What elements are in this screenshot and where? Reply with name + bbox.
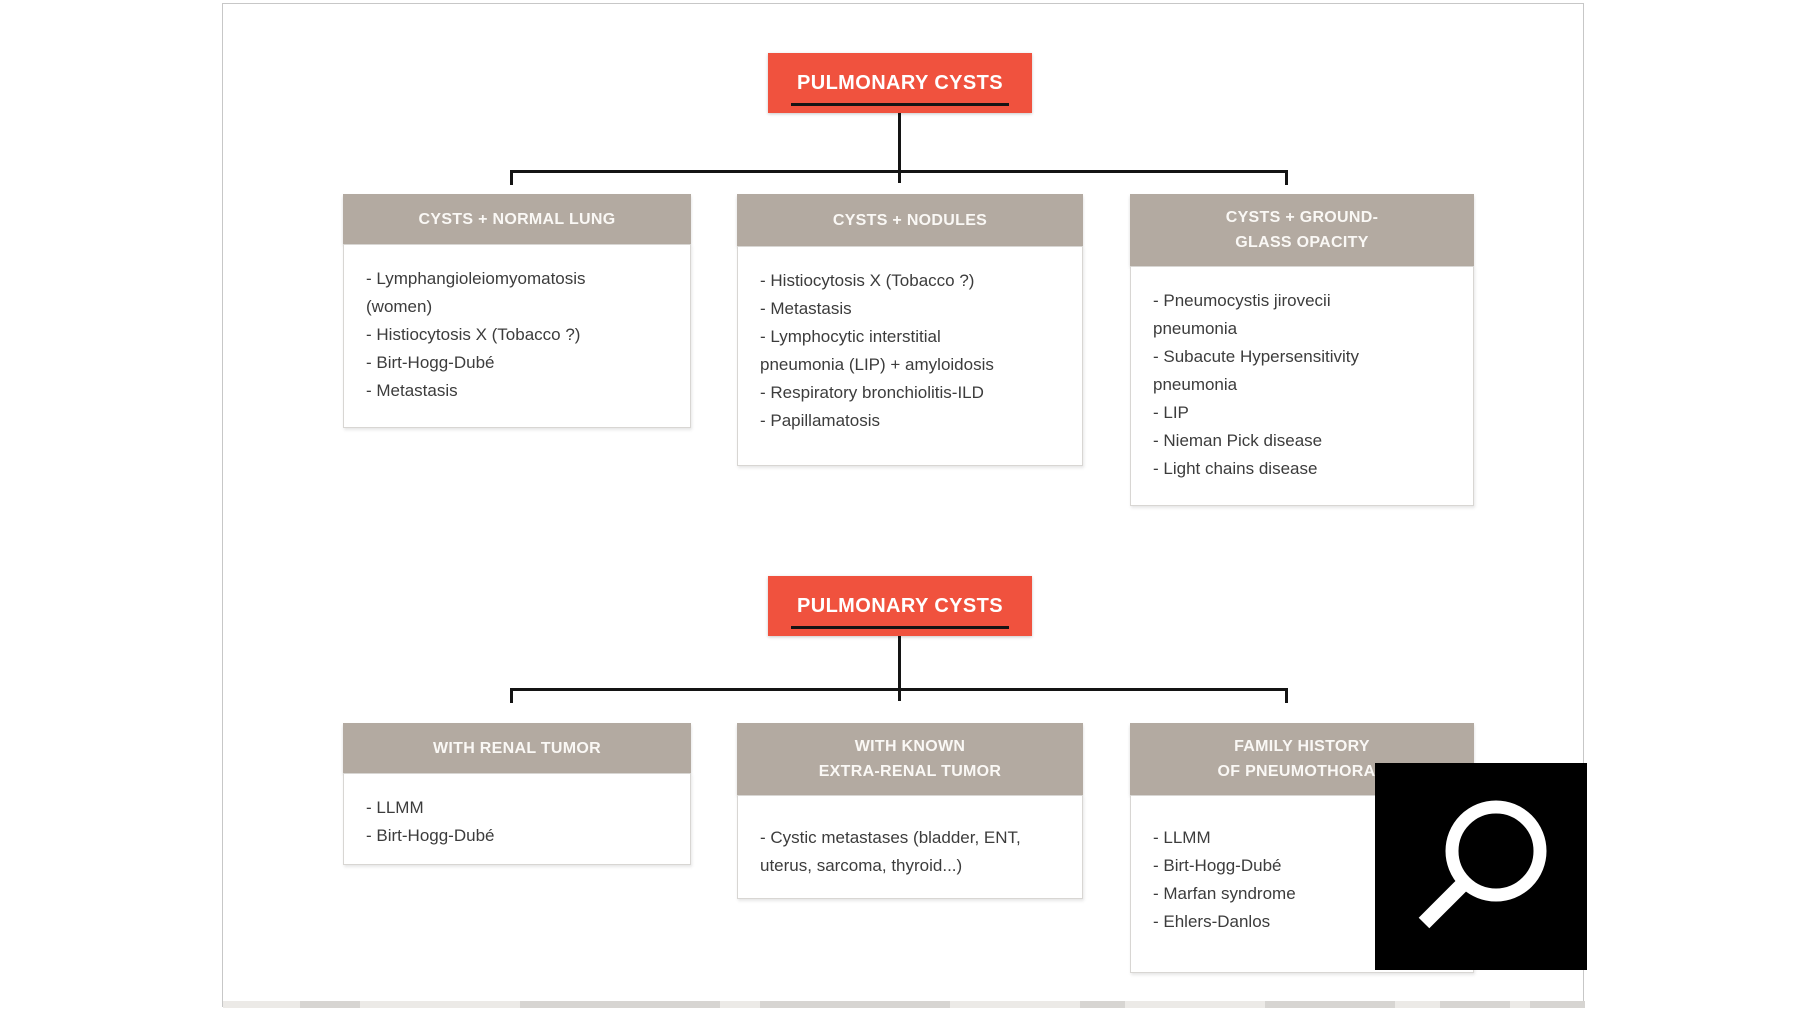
connector-horizontal-2 [510,688,1288,691]
root-node-pulmonary-cysts-2: PULMONARY CYSTS [768,576,1032,636]
diagnosis-item: - Respiratory bronchiolitis-ILD [760,383,984,402]
diagnosis-item: - Ehlers-Danlos [1153,912,1271,931]
branch-header-with-renal-tumor: WITH RENAL TUMOR [343,723,691,773]
connector-drop-right-1 [1285,173,1288,185]
diagnosis-item: - Cystic metastases (bladder, ENT, uteru… [760,828,1021,875]
connector-horizontal-1 [510,170,1288,173]
connector-vertical-2 [898,636,901,690]
connector-drop-right-2 [1285,691,1288,703]
root-node-pulmonary-cysts-1: PULMONARY CYSTS [768,53,1032,113]
branch-header-extra-renal-tumor: WITH KNOWN EXTRA-RENAL TUMOR [737,723,1083,795]
cropped-box-edge [1080,1001,1125,1008]
diagnosis-item: - Birt-Hogg-Dubé [366,826,495,845]
connector-vertical-1 [898,113,901,171]
cropped-box-edge [760,1001,950,1008]
branch-header-cysts-ground-glass: CYSTS + GROUND- GLASS OPACITY [1130,194,1474,266]
diagnosis-item: - LIP [1153,403,1189,422]
branch-body-cysts-ground-glass: - Pneumocystis jirovecii pneumonia - Sub… [1130,266,1474,506]
diagnosis-item: - LLMM [1153,828,1211,847]
connector-drop-left-2 [510,691,513,703]
cropped-box-edge [1440,1001,1510,1008]
zoom-overlay-button[interactable] [1375,763,1587,970]
diagnosis-item: - Metastasis [366,381,458,400]
diagnosis-item: - Pneumocystis jirovecii pneumonia [1153,291,1331,338]
branch-body-with-renal-tumor: - LLMM - Birt-Hogg-Dubé [343,773,691,865]
diagnosis-item: - LLMM [366,798,424,817]
diagnosis-item: - Metastasis [760,299,852,318]
branch-header-cysts-normal-lung: CYSTS + NORMAL LUNG [343,194,691,244]
branch-header-family-history-pneumothorax: FAMILY HISTORY OF PNEUMOTHORAX [1130,723,1474,795]
root-label: PULMONARY CYSTS [796,71,1004,94]
branch-header-cysts-nodules: CYSTS + NODULES [737,194,1083,246]
connector-drop-left-1 [510,173,513,185]
cropped-box-edge [300,1001,360,1008]
branch-body-extra-renal-tumor: - Cystic metastases (bladder, ENT, uteru… [737,795,1083,899]
cropped-box-edge [1265,1001,1395,1008]
diagnosis-item: - Nieman Pick disease [1153,431,1323,450]
diagnosis-item: - Papillamatosis [760,411,880,430]
diagnosis-item: - Lymphangioleiomyomatosis (women) [366,269,586,316]
diagnosis-item: - Histiocytosis X (Tobacco ?) [366,325,581,344]
branch-body-cysts-nodules: - Histiocytosis X (Tobacco ?) - Metastas… [737,246,1083,466]
diagnosis-item: - Birt-Hogg-Dubé [1153,856,1282,875]
root-underline [791,626,1009,629]
branch-body-cysts-normal-lung: - Lymphangioleiomyomatosis (women) - His… [343,244,691,428]
diagnosis-item: - Lymphocytic interstitial pneumonia (LI… [760,327,994,374]
root-label: PULMONARY CYSTS [796,594,1004,617]
root-underline [791,103,1009,106]
diagnosis-item: - Subacute Hypersensitivity pneumonia [1153,347,1359,394]
diagnosis-item: - Light chains disease [1153,459,1318,478]
connector-center-tail-2 [898,691,901,701]
connector-center-tail-1 [898,173,901,183]
diagnosis-item: - Marfan syndrome [1153,884,1296,903]
cropped-box-edge [520,1001,720,1008]
magnifier-icon [1418,800,1547,929]
cropped-box-edge [1530,1001,1585,1008]
diagnosis-item: - Birt-Hogg-Dubé [366,353,495,372]
diagnosis-item: - Histiocytosis X (Tobacco ?) [760,271,975,290]
